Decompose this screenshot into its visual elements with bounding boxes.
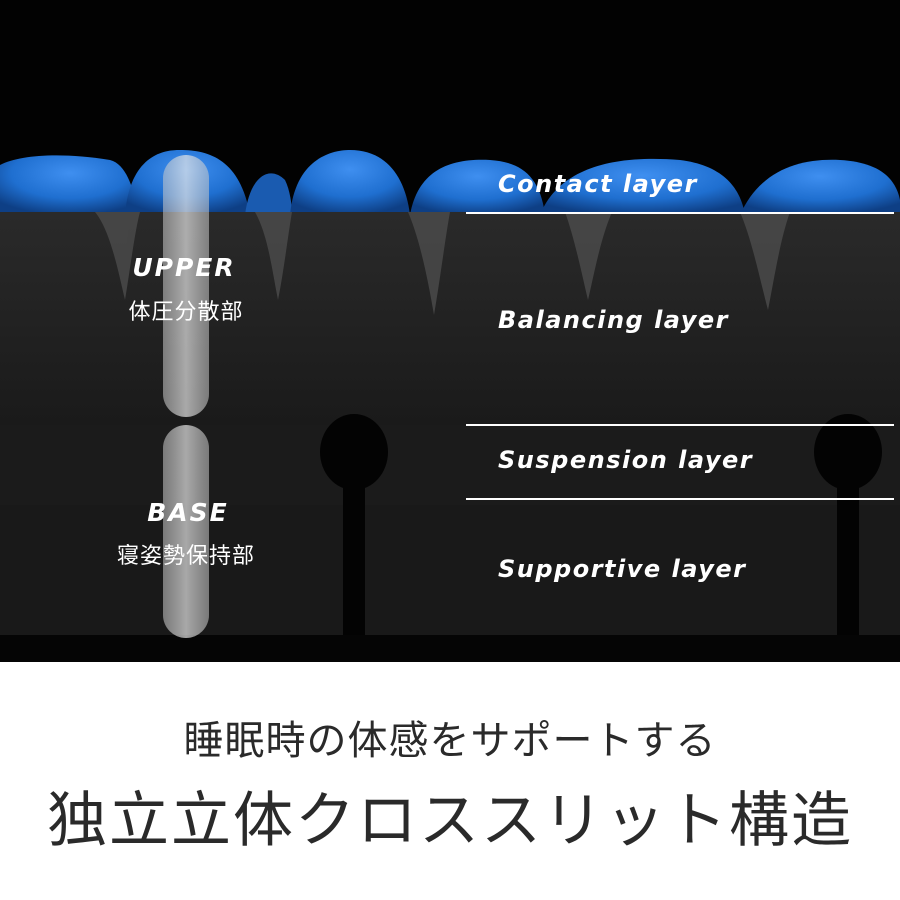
base-section-title: BASE <box>147 498 229 527</box>
base-range-indicator <box>163 425 209 638</box>
contact-layer-label: Contact layer <box>498 170 698 198</box>
caption-title: 独立立体クロススリット構造 <box>47 786 853 856</box>
upper-range-indicator <box>163 155 209 417</box>
base-section-subtitle: 寝姿勢保持部 <box>116 544 255 569</box>
foam-slits <box>95 212 790 315</box>
mattress-cross-section: Contact layer Balancing layer Suspension… <box>0 0 900 662</box>
balancing-layer-divider <box>466 424 894 426</box>
balancing-layer-foam <box>0 212 900 425</box>
supportive-layer-label: Supportive layer <box>498 555 747 583</box>
suspension-layer-divider <box>466 498 894 500</box>
supportive-layer-foam <box>0 505 900 635</box>
foam-illustration <box>0 150 900 638</box>
upper-section-title: UPPER <box>132 253 236 282</box>
upper-section-subtitle: 体圧分散部 <box>128 300 244 325</box>
keyhole-slits <box>320 414 882 635</box>
contact-layer-divider <box>466 212 894 214</box>
suspension-layer-label: Suspension layer <box>498 446 754 474</box>
balancing-layer-label: Balancing layer <box>498 306 730 334</box>
contact-layer-bumps <box>0 150 900 215</box>
suspension-layer-foam <box>0 425 900 505</box>
caption-subtitle: 睡眠時の体感をサポートする <box>183 718 717 764</box>
